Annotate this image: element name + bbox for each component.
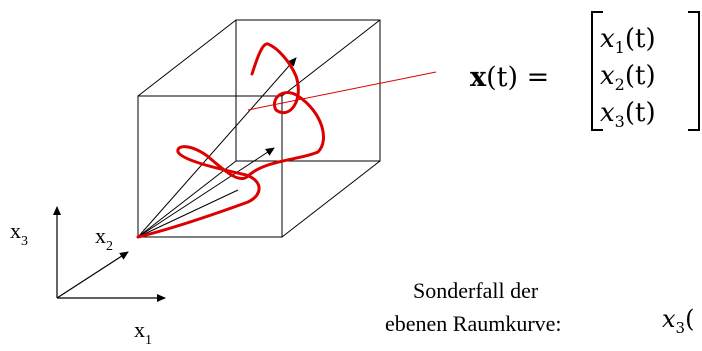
position-vectors <box>137 57 297 238</box>
coordinate-axes <box>53 206 166 302</box>
cube-edge <box>281 160 381 238</box>
x3-axis-label: x3 <box>10 218 28 249</box>
x2-axis-label: x2 <box>95 223 113 254</box>
equation-entry-2: x2(t) <box>600 61 656 94</box>
equation-entry-3: x3(t) <box>600 98 656 131</box>
left-bracket <box>591 11 603 131</box>
cube-edge <box>137 160 237 238</box>
equation-lhs: x(t) = <box>470 62 549 93</box>
cube-edge <box>137 19 237 97</box>
equation-entry-1: x1(t) <box>600 24 656 57</box>
pointer-line <box>247 71 437 111</box>
x2-axis <box>56 251 129 299</box>
right-bracket <box>688 11 700 131</box>
space-curve <box>136 42 325 239</box>
special-case-formula: x3( <box>662 305 694 337</box>
cube-back-face <box>235 19 381 162</box>
special-case-line-2: ebenen Raumkurve: <box>385 311 562 336</box>
cube <box>137 19 381 238</box>
cube-front-face <box>137 95 283 238</box>
position-vector <box>137 147 275 238</box>
special-case-line-1: Sonderfall der <box>413 278 539 303</box>
position-vector <box>137 189 239 238</box>
x1-axis-label: x1 <box>134 317 152 348</box>
position-vector <box>137 57 297 238</box>
vector-equation: x(t) = x1(t) x2(t) x3(t) <box>470 11 700 131</box>
